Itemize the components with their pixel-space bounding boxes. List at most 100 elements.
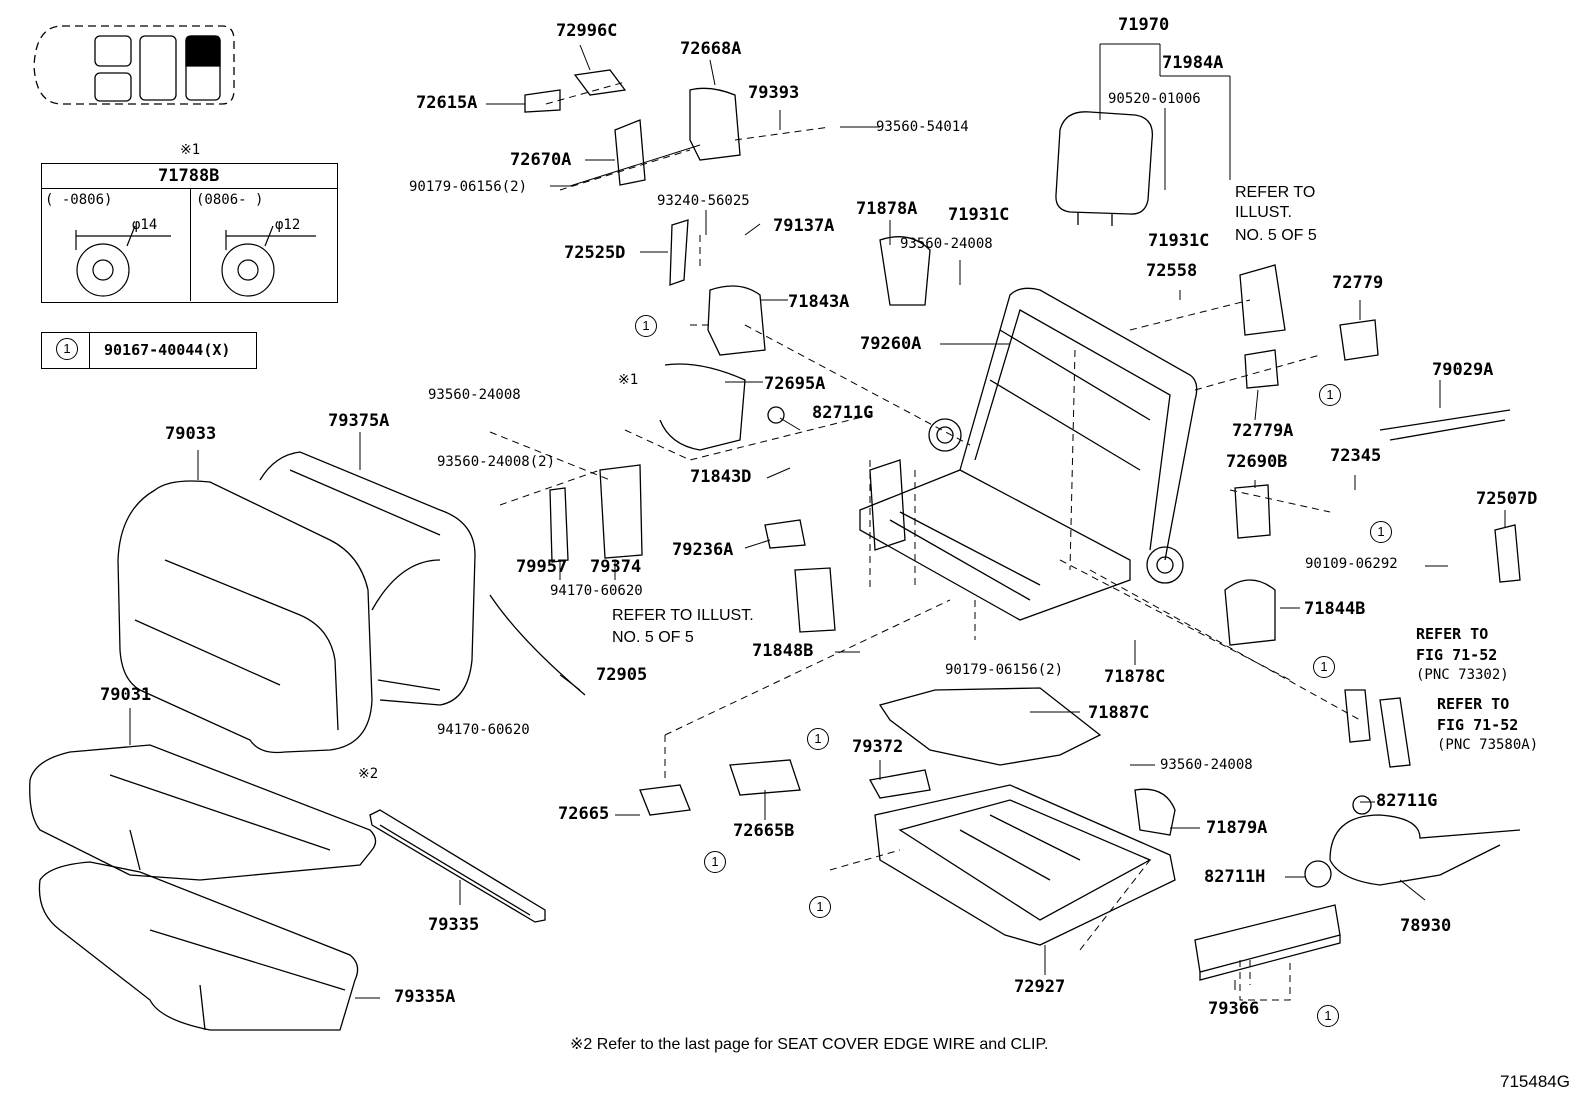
headrest-illustration (1055, 111, 1154, 226)
assembly-dashed-lines (489, 81, 1361, 1001)
part-label: 72345 (1330, 446, 1382, 466)
part-label: 71843D (690, 467, 752, 487)
part-label: 90179-06156(2) (409, 179, 528, 195)
part-label: 72996C (556, 21, 618, 41)
part-label: 72779A (1232, 421, 1294, 441)
part-label: 93560-24008 (900, 236, 993, 252)
leader-lines (129, 43, 1506, 999)
part-label: 79137A (773, 216, 835, 236)
part-label: 72668A (680, 39, 742, 59)
part-label: 71844B (1304, 599, 1366, 619)
diagram-code: 715484G (1500, 1072, 1570, 1091)
refer-figure-note: FIG 71-52 (1437, 716, 1519, 734)
legend-table (41, 163, 338, 303)
part-label: 79236A (672, 540, 734, 560)
part-label: 71878A (856, 199, 918, 219)
part-label: 90179-06156(2) (945, 662, 1064, 678)
cable-illustration (1329, 814, 1521, 886)
part-label: 78930 (1400, 916, 1452, 936)
part-label: 71931C (1148, 231, 1210, 251)
part-label: 82711G (812, 403, 874, 423)
strut-illustration (1379, 409, 1511, 441)
refer-figure-note: (PNC 73302) (1416, 667, 1509, 683)
circle-legend-table (41, 332, 257, 369)
part-label: 72525D (564, 243, 626, 263)
part-label: 79031 (100, 685, 152, 705)
circle-one-callout: 1 (1317, 1005, 1339, 1027)
part-label: 71843A (788, 292, 850, 312)
part-label: 72905 (596, 665, 648, 685)
refer-figure-note: REFER TO (1416, 625, 1489, 643)
legend-divider (41, 188, 338, 189)
part-label: 72507D (1476, 489, 1538, 509)
part-label: 94170-60620 (437, 722, 530, 738)
part-label: 79335 (428, 915, 480, 935)
circle-one-callout: 1 (1370, 521, 1392, 543)
part-label: 71970 (1118, 15, 1170, 35)
circle-one-callout: 1 (635, 315, 657, 337)
footnote: ※2 Refer to the last page for SEAT COVER… (570, 1036, 1049, 1053)
part-label: 72779 (1332, 273, 1384, 293)
refer-illustration-note: NO. 5 OF 5 (1235, 227, 1317, 244)
part-label: 82711G (1376, 791, 1438, 811)
note-mark: ※1 (618, 372, 639, 388)
part-label: 79374 (590, 557, 642, 577)
legend-divider (89, 332, 90, 369)
legend-left-diameter: φ14 (132, 217, 158, 233)
part-label: 93560-24008 (1160, 757, 1253, 773)
circle-one-callout: 1 (1313, 656, 1335, 678)
part-label: 79366 (1208, 999, 1260, 1019)
part-label: 79029A (1432, 360, 1494, 380)
refer-illustration-note: REFER TO (1235, 184, 1316, 201)
refer-figure-note: FIG 71-52 (1416, 646, 1498, 664)
part-label: 79957 (516, 557, 568, 577)
seat-back-illustration (117, 451, 476, 754)
refer-figure-note: (PNC 73580A) (1437, 737, 1539, 753)
part-label: 71931C (948, 205, 1010, 225)
part-label: 82711H (1204, 867, 1266, 887)
legend-mark: ※1 (180, 142, 201, 158)
legend-divider (190, 188, 191, 301)
part-label: 72927 (1014, 977, 1066, 997)
part-label: 94170-60620 (550, 583, 643, 599)
board-illustration (1194, 904, 1341, 981)
pad-illustration (878, 687, 1102, 766)
part-label: 72690B (1226, 452, 1288, 472)
part-label: 93240-56025 (657, 193, 750, 209)
part-label: 79335A (394, 987, 456, 1007)
part-label: 93560-54014 (876, 119, 969, 135)
part-label: 71878C (1104, 667, 1166, 687)
part-label: 79375A (328, 411, 390, 431)
legend-part-number: 71788B (158, 166, 220, 186)
circle-one-icon: 1 (56, 338, 78, 360)
refer-figure-note: REFER TO (1437, 695, 1510, 713)
circle-one-callout: 1 (809, 896, 831, 918)
part-label: 72558 (1146, 261, 1198, 281)
part-label: 71879A (1206, 818, 1268, 838)
part-label: 90520-01006 (1108, 91, 1201, 107)
part-label: 93560-24008(2) (437, 454, 556, 470)
part-label: 71887C (1088, 703, 1150, 723)
refer-illustration-note: ILLUST. (1235, 204, 1292, 221)
circle-one-callout: 1 (1319, 384, 1341, 406)
vehicle-locator-icon (33, 25, 235, 105)
part-label: 72665B (733, 821, 795, 841)
part-label: 72615A (416, 93, 478, 113)
part-label: 90109-06292 (1305, 556, 1398, 572)
part-label: 71984A (1162, 53, 1224, 73)
part-label: 79260A (860, 334, 922, 354)
refer-illustration-note: REFER TO ILLUST. (612, 607, 754, 624)
part-label: 72665 (558, 804, 610, 824)
part-label: 93560-24008 (428, 387, 521, 403)
note-mark: ※2 (358, 766, 379, 782)
part-label: 79372 (852, 737, 904, 757)
legend-right-diameter: φ12 (275, 217, 301, 233)
part-label: 79033 (165, 424, 217, 444)
trim-rail-illustration (369, 809, 546, 923)
circle-legend-part: 90167-40044(X) (104, 341, 231, 359)
seat-pan-illustration (874, 784, 1176, 946)
seat-frame-illustration (859, 287, 1198, 621)
legend-left-range: ( -0806) (45, 192, 113, 208)
